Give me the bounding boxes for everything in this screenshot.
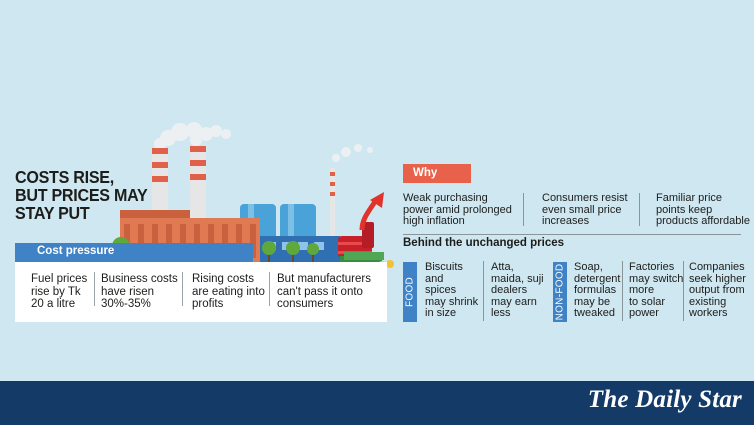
nonfood-item-factories: Factories may switch more to solar power [629, 261, 684, 319]
cost-item-rising: Rising costs are eating into profits [192, 273, 265, 310]
divider [269, 272, 270, 306]
food-item-atta: Atta, maida, suji dealers may earn less [491, 261, 544, 319]
daily-star-logo: The Daily Star [587, 386, 742, 413]
nonfood-item-companies: Companies seek higher output from existi… [689, 261, 746, 319]
nonfood-tag: NON-FOOD [553, 262, 567, 322]
behind-title: Behind the unchanged prices [403, 237, 565, 249]
why-tag [403, 164, 471, 183]
divider [483, 261, 484, 321]
why-item-consumers-resist: Consumers resist even small price increa… [542, 192, 628, 227]
cost-item-business: Business costs have risen 30%-35% [101, 273, 178, 310]
food-tag: FOOD [403, 262, 417, 322]
cost-item-fuel: Fuel prices rise by Tk 20 a litre [31, 273, 88, 310]
headline-line-3: STAY PUT [15, 203, 90, 223]
why-label: Why [413, 167, 438, 179]
why-item-familiar-price: Familiar price points keep products affo… [656, 192, 750, 227]
divider [683, 261, 684, 321]
footer-bar [0, 381, 754, 425]
divider [523, 193, 524, 226]
divider [94, 272, 95, 306]
divider [639, 193, 640, 226]
divider [622, 261, 623, 321]
headline-line-1: COSTS RISE, [15, 167, 114, 187]
cost-pressure-panel: Fuel prices rise by Tk 20 a litre Busine… [15, 262, 387, 322]
section-rule [403, 234, 741, 235]
food-item-biscuits: Biscuits and spices may shrink in size [425, 261, 479, 319]
divider [182, 272, 183, 306]
why-item-weak-power: Weak purchasing power amid prolonged hig… [403, 192, 512, 227]
cost-pressure-title: Cost pressure [37, 245, 115, 257]
cost-item-manufacturers: But manufacturers can't pass it onto con… [277, 273, 371, 310]
headline-line-2: BUT PRICES MAY [15, 185, 148, 205]
cost-pressure-bar [15, 243, 253, 262]
factory-illustration-icon [112, 122, 394, 271]
nonfood-item-soap: Soap, detergent formulas may be tweaked [574, 261, 621, 319]
headline: COSTS RISE, BUT PRICES MAY STAY PUT [15, 168, 162, 222]
